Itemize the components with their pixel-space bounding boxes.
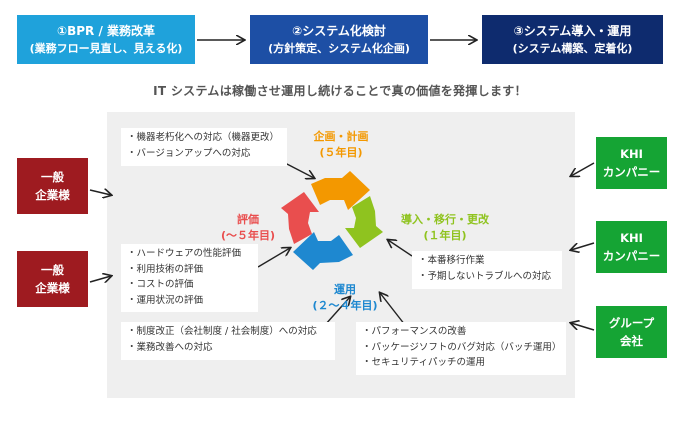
step-system-deploy: ③システム導入・運用 (システム構築、定着化) bbox=[482, 15, 663, 64]
client-arrow-right-mid bbox=[571, 242, 595, 250]
reform-notes: 制度改正（会社制度 / 社会制度）への対応 業務改善への対応 bbox=[121, 322, 335, 360]
cycle-arrow-deploy bbox=[345, 196, 383, 248]
cycle-arrow-plan bbox=[311, 171, 370, 210]
label-evaluate: 評価 (～５年目) bbox=[220, 213, 276, 242]
list-item: 業務改善への対応 bbox=[127, 340, 329, 356]
step-bpr: ①BPR / 業務改革 (業務フロー見直し、見える化) bbox=[17, 15, 195, 64]
client-arrow-right-bottom bbox=[571, 323, 595, 331]
label-plan: 企画・計画 (５年目) bbox=[313, 130, 369, 159]
client-khi-1: KHI カンパニー bbox=[596, 137, 667, 189]
connector-deploy bbox=[388, 240, 413, 257]
list-item: 機器老朽化への対応（機器更改） bbox=[127, 130, 281, 146]
deploy-notes: 本番移行作業 予期しないトラブルへの対応 bbox=[412, 251, 562, 289]
client-arrow-right-top bbox=[571, 162, 595, 176]
step-system-study: ②システム化検討 (方針策定、システム化企画) bbox=[250, 15, 428, 64]
client-khi-2: KHI カンパニー bbox=[596, 221, 667, 273]
list-item: パッケージソフトのバグ対応（バッチ運用） bbox=[362, 340, 562, 356]
list-item: 本番移行作業 bbox=[418, 253, 556, 269]
list-item: 制度改正（会社制度 / 社会制度）への対応 bbox=[127, 324, 329, 340]
label-deploy: 導入・移行・更改 (１年目) bbox=[401, 213, 489, 242]
connector-operate bbox=[380, 293, 406, 326]
list-item: 予期しないトラブルへの対応 bbox=[418, 269, 556, 285]
operate-notes: パフォーマンスの改善 パッケージソフトのバグ対応（バッチ運用） セキュリティパッ… bbox=[356, 322, 566, 375]
plan-notes: 機器老朽化への対応（機器更改） バージョンアップへの対応 bbox=[121, 128, 287, 166]
list-item: バージョンアップへの対応 bbox=[127, 146, 281, 162]
list-item: 利用技術の評価 bbox=[127, 262, 252, 278]
cycle-arrow-operate bbox=[293, 232, 353, 270]
list-item: コストの評価 bbox=[127, 277, 252, 293]
connector-plan bbox=[284, 162, 314, 178]
connector-eval bbox=[257, 248, 290, 268]
client-group: グループ 会社 bbox=[596, 306, 667, 358]
list-item: 運用状況の評価 bbox=[127, 293, 252, 309]
label-operate: 運用 (２～４年目) bbox=[312, 283, 378, 312]
connector-reform bbox=[324, 297, 350, 326]
step-title: ①BPR / 業務改革 bbox=[56, 23, 156, 38]
list-item: パフォーマンスの改善 bbox=[362, 324, 560, 340]
client-arrow-left-top bbox=[89, 190, 111, 195]
step-subtitle: (システム構築、定着化) bbox=[512, 41, 633, 55]
cycle-arrow-evaluate bbox=[281, 192, 319, 244]
step-title: ③システム導入・運用 bbox=[513, 23, 632, 38]
step-title: ②システム化検討 bbox=[292, 23, 386, 38]
step-subtitle: (方針策定、システム化企画) bbox=[268, 41, 410, 55]
list-item: ハードウェアの性能評価 bbox=[127, 246, 252, 262]
client-arrow-left-bottom bbox=[89, 276, 111, 282]
client-general-1: 一般 企業様 bbox=[17, 158, 88, 214]
step-subtitle: (業務フロー見直し、見える化) bbox=[29, 41, 183, 55]
eval-notes: ハードウェアの性能評価 利用技術の評価 コストの評価 運用状況の評価 bbox=[121, 244, 258, 312]
list-item: セキュリティパッチの運用 bbox=[362, 355, 560, 371]
client-general-2: 一般 企業様 bbox=[17, 251, 88, 307]
slogan: IT システムは稼働させ運用し続けることで真の価値を発揮します！ bbox=[153, 84, 527, 98]
